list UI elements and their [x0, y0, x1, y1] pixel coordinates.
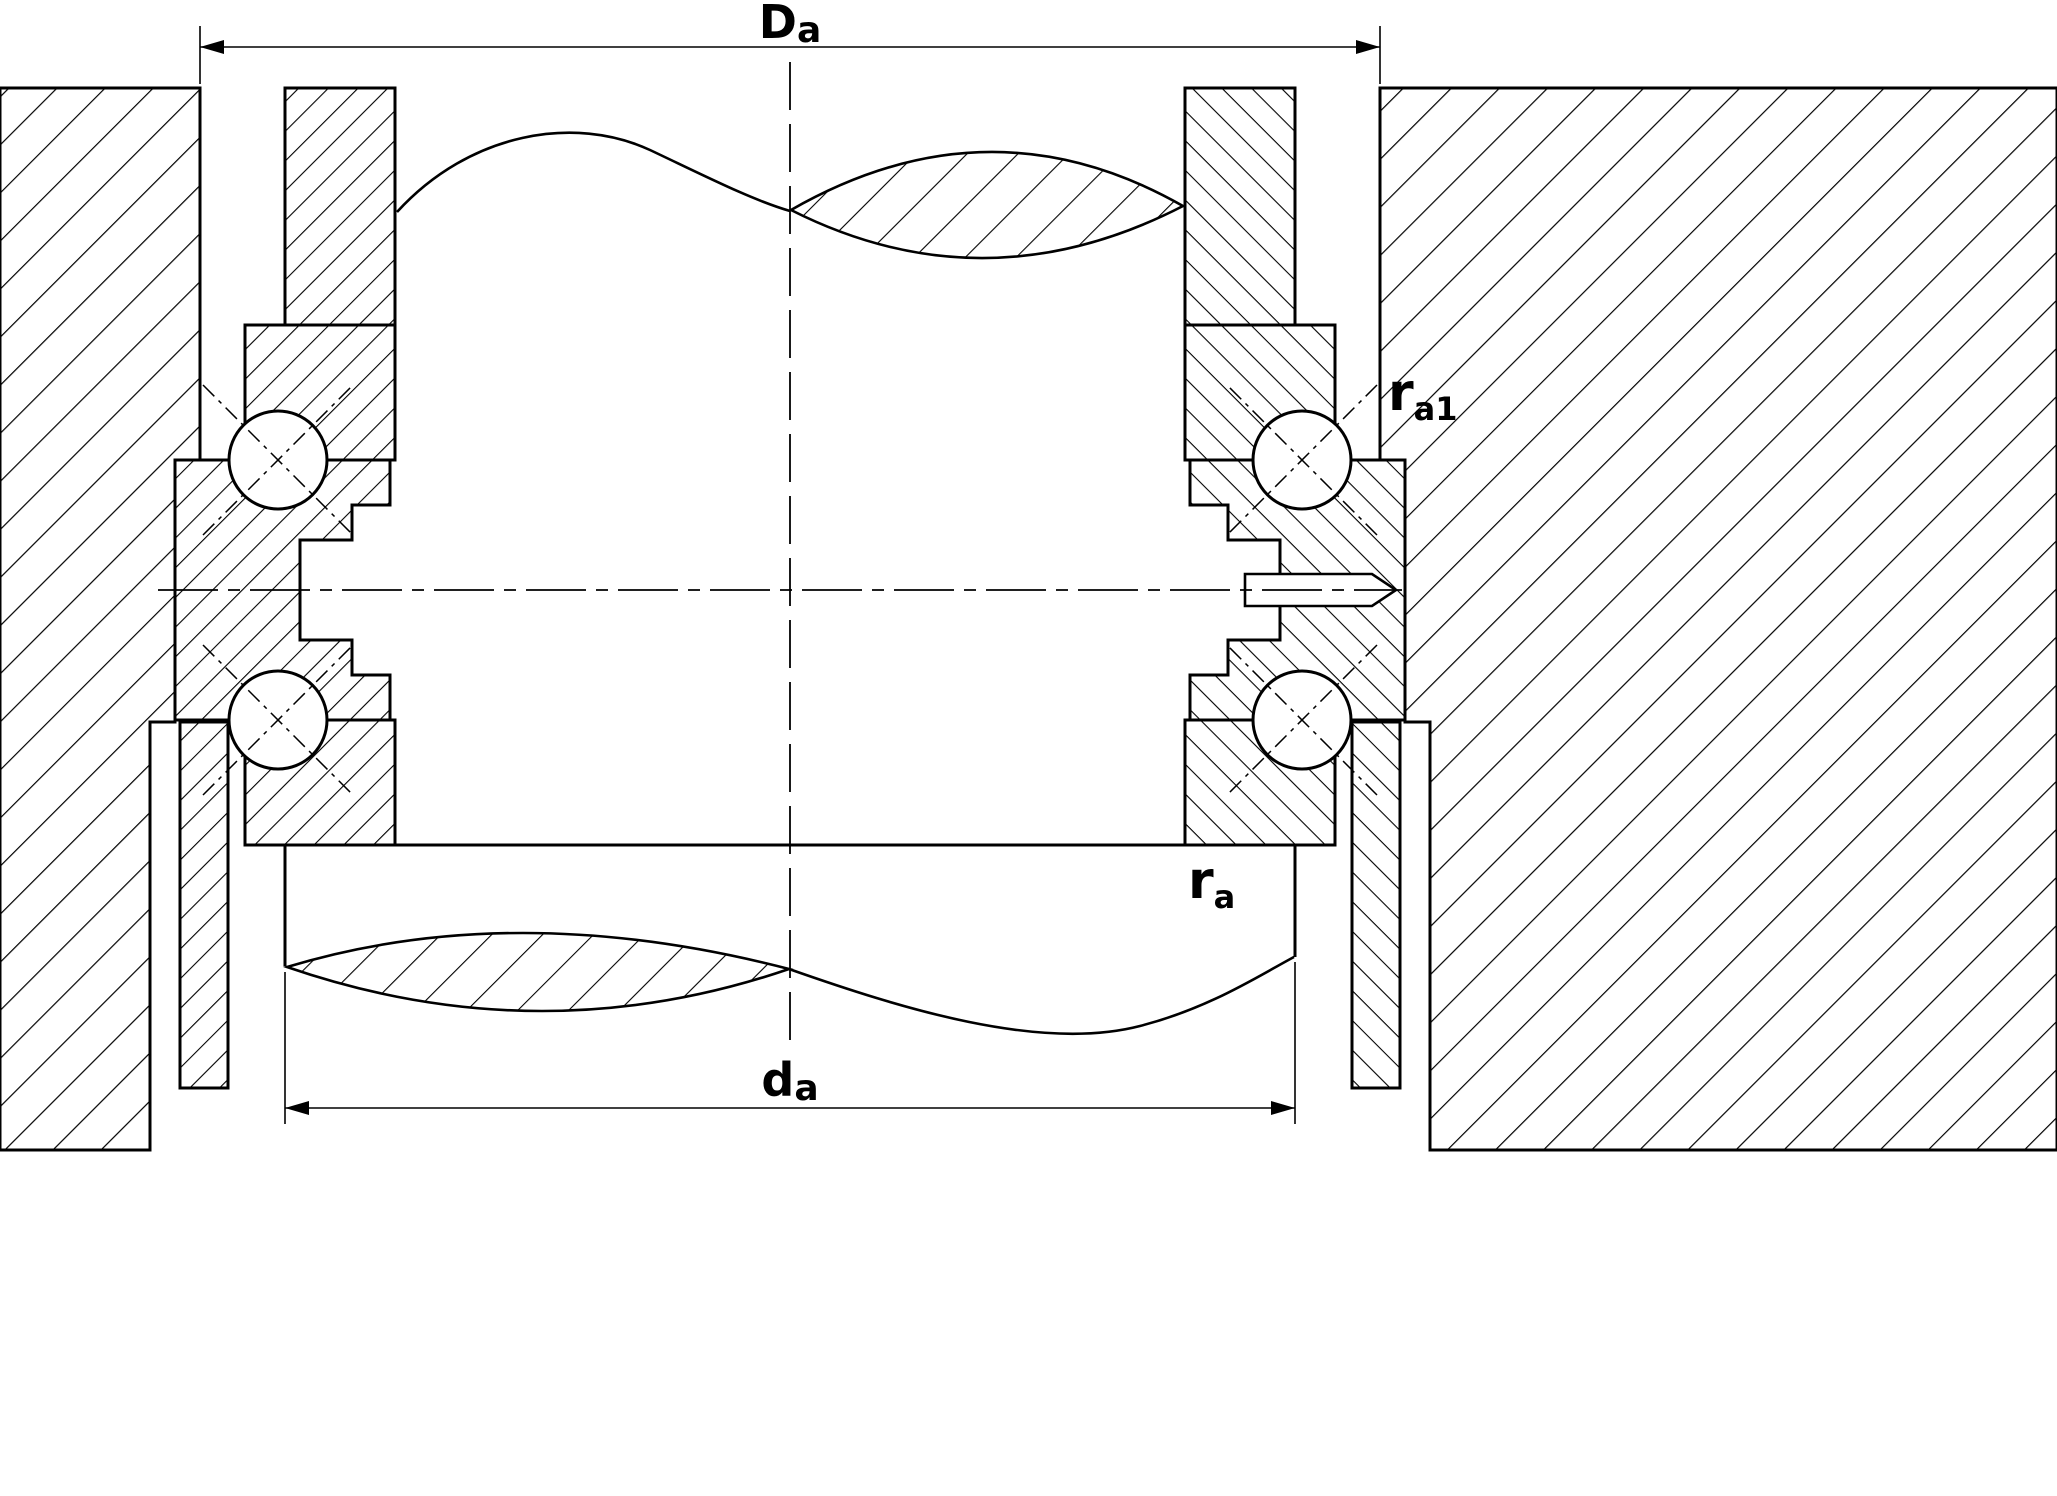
shaft-break-curve-top-left — [396, 131, 791, 213]
shaft-break-section-bottom-left — [282, 931, 794, 1013]
shaft-break-section-top-right — [788, 150, 1186, 260]
dim-Da-arrow-left — [200, 40, 224, 54]
label-da: da — [761, 1053, 818, 1109]
housing-right-section — [1378, 86, 2057, 1152]
shaft-break-curve-bottom-right — [788, 955, 1295, 1036]
label-ra: ra — [1188, 851, 1235, 916]
dim-Da-arrow-right — [1356, 40, 1380, 54]
label-Da: Da — [759, 0, 821, 51]
label-ra1: ra1 — [1388, 363, 1458, 428]
dimension-da: da — [284, 962, 1296, 1124]
dimension-Da: Da — [199, 0, 1381, 84]
dim-da-arrow-right — [1271, 1101, 1295, 1115]
housing-left-section — [0, 86, 202, 1152]
dim-da-arrow-left — [285, 1101, 309, 1115]
